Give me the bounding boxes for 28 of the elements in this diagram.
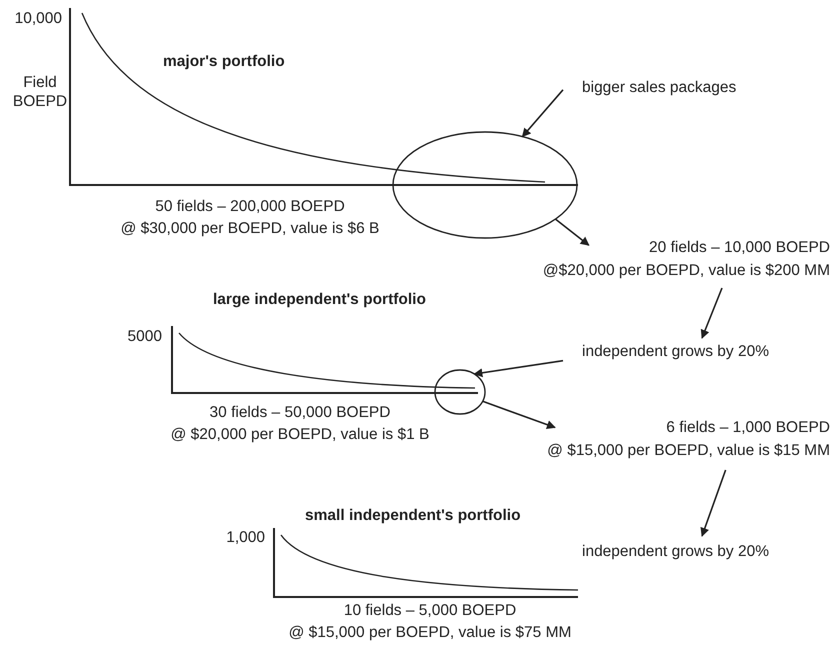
chart-title: small independent's portfolio	[305, 506, 521, 525]
chart-label: 5000	[126, 327, 162, 346]
chart-label: @ $30,000 per BOEPD, value is $6 B	[120, 219, 380, 238]
chart-label: 10,000	[14, 9, 62, 28]
chart-title: large independent's portfolio	[213, 290, 426, 309]
arrow	[700, 288, 723, 339]
chart-label: @ $15,000 per BOEPD, value is $75 MM	[288, 623, 572, 642]
chart-label: 30 fields – 50,000 BOEPD	[208, 403, 392, 422]
annotation-text: @$20,000 per BOEPD, value is $200 MM	[542, 261, 830, 281]
annotation-text: independent grows by 20%	[582, 342, 770, 362]
arrow	[554, 218, 590, 246]
arrow	[700, 470, 726, 537]
chart-title: major's portfolio	[163, 52, 285, 71]
chart-label: @ $20,000 per BOEPD, value is $1 B	[170, 425, 430, 444]
annotation-text: independent grows by 20%	[582, 542, 770, 562]
ellipse-outline	[392, 131, 578, 239]
annotation-text: 20 fields – 10,000 BOEPD	[648, 238, 830, 258]
chart-label: 10 fields – 5,000 BOEPD	[342, 601, 518, 620]
annotation-text: 6 fields – 1,000 BOEPD	[665, 418, 830, 438]
annotation-text: @ $15,000 per BOEPD, value is $15 MM	[546, 441, 830, 461]
arrow	[522, 89, 564, 138]
chart-label: 50 fields – 200,000 BOEPD	[154, 197, 346, 216]
annotation-text: bigger sales packages	[582, 78, 738, 98]
ellipse-outline	[434, 369, 486, 415]
arrow	[473, 360, 564, 378]
chart-label: Field BOEPD	[12, 73, 68, 111]
chart-label: 1,000	[225, 528, 265, 547]
arrow	[482, 400, 556, 429]
